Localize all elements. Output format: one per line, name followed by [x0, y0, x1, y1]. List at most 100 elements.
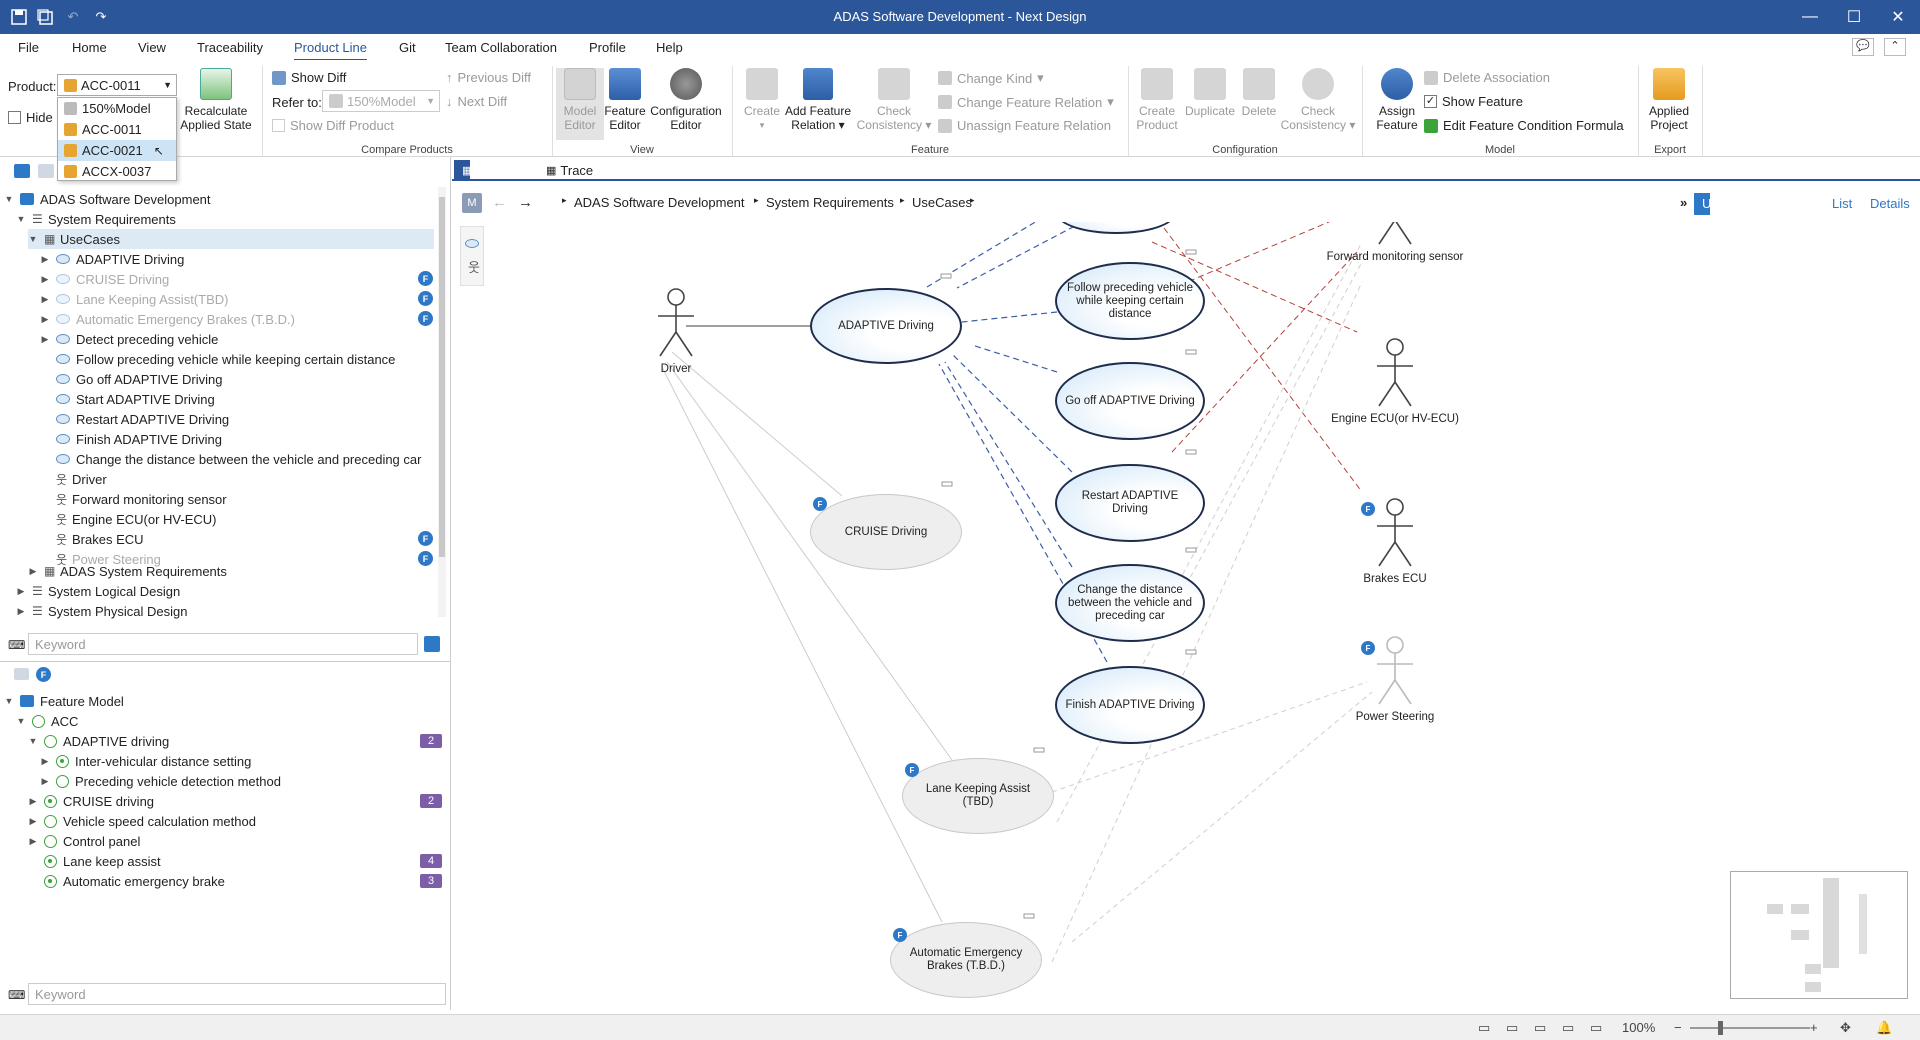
feature-badge-icon[interactable]: F: [813, 497, 827, 511]
product-option[interactable]: ACC-0011: [58, 119, 176, 140]
applied-project-button[interactable]: Applied Project: [1642, 68, 1696, 132]
actor-driver[interactable]: Driver: [624, 288, 728, 375]
forward-icon[interactable]: →: [518, 194, 533, 211]
tree-usecase-item[interactable]: ▶Lane Keeping Assist(TBD): [41, 291, 229, 307]
actor-forward-monitoring-sensor[interactable]: Forward monitoring sensor: [1310, 222, 1480, 263]
layout-icon[interactable]: ▭: [1590, 1020, 1603, 1035]
feature-acc[interactable]: ▼ACC: [16, 713, 79, 729]
tree-root[interactable]: ▼ADAS Software Development: [4, 191, 211, 207]
menu-view[interactable]: View: [138, 40, 166, 55]
feature-badge-icon[interactable]: F: [418, 291, 433, 306]
filter-icon[interactable]: [424, 636, 440, 652]
model-icon[interactable]: M: [462, 193, 482, 213]
unassign-feature-relation-button[interactable]: Unassign Feature Relation: [938, 118, 1111, 133]
change-feature-relation-button[interactable]: Change Feature Relation ▾: [938, 94, 1114, 110]
menu-git[interactable]: Git: [399, 40, 416, 55]
breadcrumb-item[interactable]: ADAS Software Development: [574, 195, 745, 210]
feature-badge-icon[interactable]: F: [1361, 641, 1375, 655]
show-feature-checkbox[interactable]: ✓Show Feature: [1424, 94, 1523, 109]
change-kind-button[interactable]: Change Kind ▾: [938, 70, 1044, 86]
tree-system-logical-design[interactable]: ▶☰System Logical Design: [17, 583, 181, 599]
zoom-out-icon[interactable]: −: [1674, 1020, 1682, 1035]
tree-usecase-item[interactable]: Finish ADAPTIVE Driving: [40, 429, 222, 449]
feature-item[interactable]: ▶Vehicle speed calculation method: [29, 813, 256, 829]
actor-tool-icon[interactable]: 웃: [468, 260, 480, 275]
feature-view-icon[interactable]: [14, 668, 29, 680]
feature-badge-icon[interactable]: F: [418, 271, 433, 286]
tree-usecase-item[interactable]: Change the distance between the vehicle …: [40, 449, 421, 469]
view-details[interactable]: Details: [1870, 196, 1910, 211]
layout-icon[interactable]: ▭: [1478, 1020, 1491, 1035]
tree-adas-system-requirements[interactable]: ▶▦ADAS System Requirements: [29, 563, 227, 579]
breadcrumb-item[interactable]: UseCases: [912, 195, 972, 210]
menu-file[interactable]: File: [18, 40, 39, 55]
usecase-follow-preceding[interactable]: Follow preceding vehicle while keeping c…: [1055, 262, 1205, 340]
feature-keyword-input[interactable]: Keyword: [28, 983, 446, 1005]
feature-item[interactable]: ▶CRUISE driving: [29, 793, 155, 809]
check-consistency-config-button[interactable]: Check Consistency ▾: [1280, 68, 1356, 132]
tab-usecases[interactable]: ▦UseCases: [454, 160, 536, 181]
tree-usecase-item[interactable]: Start ADAPTIVE Driving: [40, 389, 215, 409]
layout-icon[interactable]: ▭: [1506, 1020, 1519, 1035]
actor-engine-ecu[interactable]: Engine ECU(or HV-ECU): [1310, 338, 1480, 425]
edit-formula-button[interactable]: Edit Feature Condition Formula: [1424, 118, 1624, 133]
redo-icon[interactable]: ↷: [95, 9, 107, 24]
back-icon[interactable]: ←: [492, 194, 507, 211]
minimize-button[interactable]: —: [1802, 8, 1818, 25]
usecase-change-distance[interactable]: Change the distance between the vehicle …: [1055, 564, 1205, 642]
usecase-go-off[interactable]: Go off ADAPTIVE Driving: [1055, 362, 1205, 440]
tree-usecase-item[interactable]: Restart ADAPTIVE Driving: [40, 409, 229, 429]
tree-usecase-item[interactable]: ▶Detect preceding vehicle: [41, 331, 219, 347]
usecase-adaptive-driving[interactable]: ADAPTIVE Driving: [810, 288, 962, 364]
usecase-lane-keeping[interactable]: Lane Keeping Assist (TBD): [902, 758, 1054, 834]
diagram-canvas[interactable]: 웃: [452, 222, 1920, 1014]
tree-usecase-item[interactable]: ▶ADAPTIVE Driving: [41, 251, 185, 267]
feature-item[interactable]: Lane keep assist: [28, 851, 161, 871]
comment-icon[interactable]: 💬: [1852, 38, 1874, 56]
usecase-tool-icon[interactable]: [465, 239, 479, 248]
tab-trace[interactable]: ▦Trace: [546, 163, 594, 178]
feature-badge-icon[interactable]: F: [893, 928, 907, 942]
notification-icon[interactable]: 🔔: [1876, 1020, 1893, 1035]
model-editor-button[interactable]: Model Editor: [556, 68, 604, 140]
menu-home[interactable]: Home: [72, 40, 107, 55]
feature-badge-icon[interactable]: F: [36, 667, 51, 682]
next-diff-button[interactable]: ↓ Next Diff: [446, 94, 508, 109]
save-icon[interactable]: [10, 8, 28, 26]
view-usecase-diagram[interactable]: UsecaseDiagram: [1694, 193, 1802, 215]
view-list[interactable]: List: [1832, 196, 1853, 211]
show-diff-button[interactable]: Show Diff: [272, 70, 346, 85]
menu-traceability[interactable]: Traceability: [197, 40, 263, 55]
feature-badge-icon[interactable]: F: [418, 551, 433, 566]
tree-system-requirements[interactable]: ▼☰System Requirements: [16, 211, 176, 227]
feature-badge-icon[interactable]: F: [418, 311, 433, 326]
menu-profile[interactable]: Profile: [589, 40, 626, 55]
menu-help[interactable]: Help: [656, 40, 683, 55]
menu-product-line[interactable]: Product Line: [294, 40, 367, 61]
tree-usecase-item[interactable]: ▶Automatic Emergency Brakes (T.B.D.): [41, 311, 295, 327]
delete-association-button[interactable]: Delete Association: [1424, 70, 1550, 85]
zoom-slider[interactable]: [1690, 1027, 1810, 1029]
product-combo[interactable]: ACC-0011 ▼: [57, 74, 177, 96]
recalculate-button[interactable]: Recalculate Applied State: [178, 68, 254, 132]
add-feature-relation-button[interactable]: Add Feature Relation ▾: [782, 68, 854, 132]
zoom-in-icon[interactable]: +: [1810, 1020, 1818, 1035]
feature-item[interactable]: ▼ADAPTIVE driving: [28, 733, 170, 749]
tree-usecases[interactable]: ▼▦UseCases: [28, 229, 434, 249]
layout-icon[interactable]: ▭: [1562, 1020, 1575, 1035]
create-button[interactable]: Create ▾: [738, 68, 786, 132]
fit-icon[interactable]: ✥: [1840, 1020, 1851, 1035]
actor-power-steering[interactable]: Power Steering: [1330, 636, 1460, 723]
save-all-icon[interactable]: [36, 8, 54, 26]
tree-system-physical-design[interactable]: ▶☰System Physical Design: [17, 603, 188, 619]
menu-team-collaboration[interactable]: Team Collaboration: [445, 40, 558, 55]
product-option[interactable]: ACC-0021↖: [58, 140, 176, 161]
product-option[interactable]: 150%Model: [58, 98, 176, 119]
product-option[interactable]: ACCX-0037: [58, 161, 176, 182]
usecase-finish[interactable]: Finish ADAPTIVE Driving: [1055, 666, 1205, 744]
tree-usecase-item[interactable]: ▶CRUISE Driving: [41, 271, 170, 287]
usecase-aeb[interactable]: Automatic Emergency Brakes (T.B.D.): [890, 922, 1042, 998]
feature-badge-icon[interactable]: F: [1361, 502, 1375, 516]
